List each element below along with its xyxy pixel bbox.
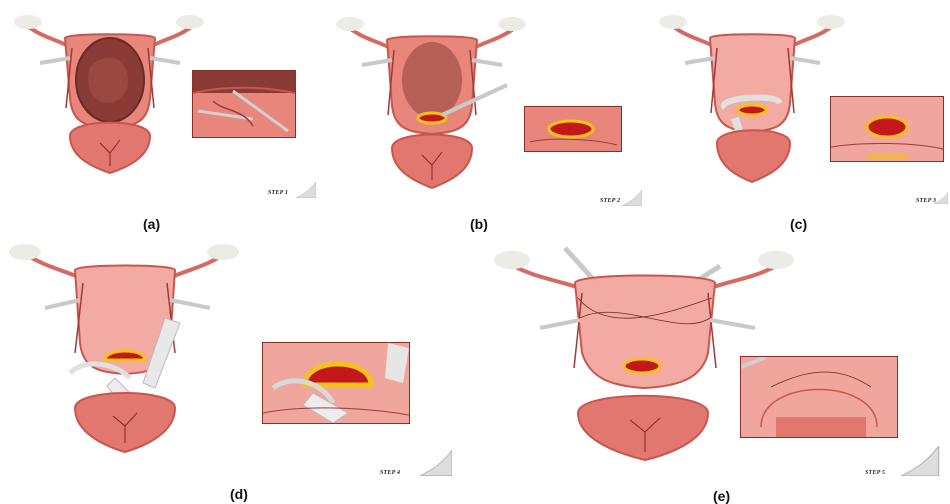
caption-d: (d)	[230, 486, 248, 502]
caption-b: (b)	[470, 216, 488, 232]
detail-inset-b	[524, 106, 622, 152]
uterus-illustration-a	[10, 8, 210, 193]
page-curl-icon	[622, 190, 642, 206]
uterus-illustration-d	[5, 238, 245, 453]
caption-e: (e)	[713, 488, 730, 504]
uterus-illustration-c	[655, 8, 850, 198]
detail-inset-c	[830, 96, 944, 162]
step-label-e: STEP 5	[865, 470, 885, 476]
panel-d: STEP 4 (d)	[0, 238, 480, 504]
page-curl-icon	[900, 446, 940, 476]
caption-a: (a)	[143, 216, 160, 232]
panel-e: STEP 5 (e)	[480, 238, 950, 504]
step-label-d: STEP 4	[380, 470, 400, 476]
detail-inset-a	[192, 70, 296, 138]
page-curl-icon	[420, 450, 452, 476]
detail-inset-d	[262, 342, 410, 424]
caption-c: (c)	[790, 216, 807, 232]
uterus-illustration-b	[332, 10, 532, 205]
page-curl-icon	[934, 192, 948, 204]
step-label-b: STEP 2	[600, 198, 620, 204]
panel-a: STEP 1 (a)	[0, 0, 320, 240]
detail-inset-e	[740, 356, 898, 438]
panel-b: STEP 2 (b)	[320, 0, 640, 240]
step-label-a: STEP 1	[268, 190, 288, 196]
panel-c: STEP 3 (c)	[640, 0, 950, 240]
page-curl-icon	[296, 182, 316, 198]
